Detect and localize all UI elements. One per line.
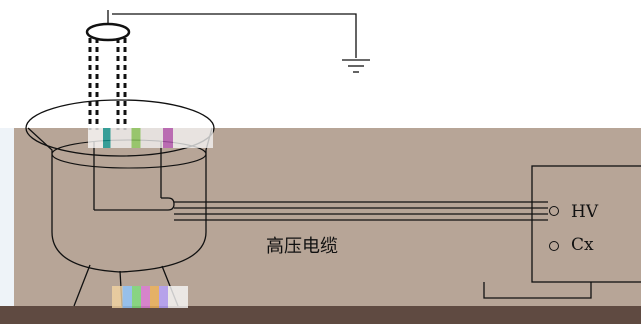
dashed-bushing xyxy=(88,38,127,130)
cx-label: Cx xyxy=(571,235,594,255)
hv-cable xyxy=(94,197,548,221)
instrument-base xyxy=(483,282,592,299)
tank-top-ellipse xyxy=(25,99,215,157)
background-bottom xyxy=(0,306,641,324)
background-left-strip xyxy=(0,128,14,306)
background-top xyxy=(0,0,641,135)
ground-wire xyxy=(112,13,357,58)
instrument-box xyxy=(531,165,641,283)
ground-symbol-icon xyxy=(342,59,370,73)
background-band xyxy=(14,128,641,306)
cx-terminal xyxy=(549,241,559,251)
tank-noise-patch xyxy=(88,128,213,148)
bottom-noise-patch xyxy=(112,286,188,308)
bushing-top-ring xyxy=(85,22,131,42)
hv-label: HV xyxy=(571,202,599,222)
hv-terminal xyxy=(549,206,559,216)
hv-cable-label: 高压电缆 xyxy=(266,236,338,257)
